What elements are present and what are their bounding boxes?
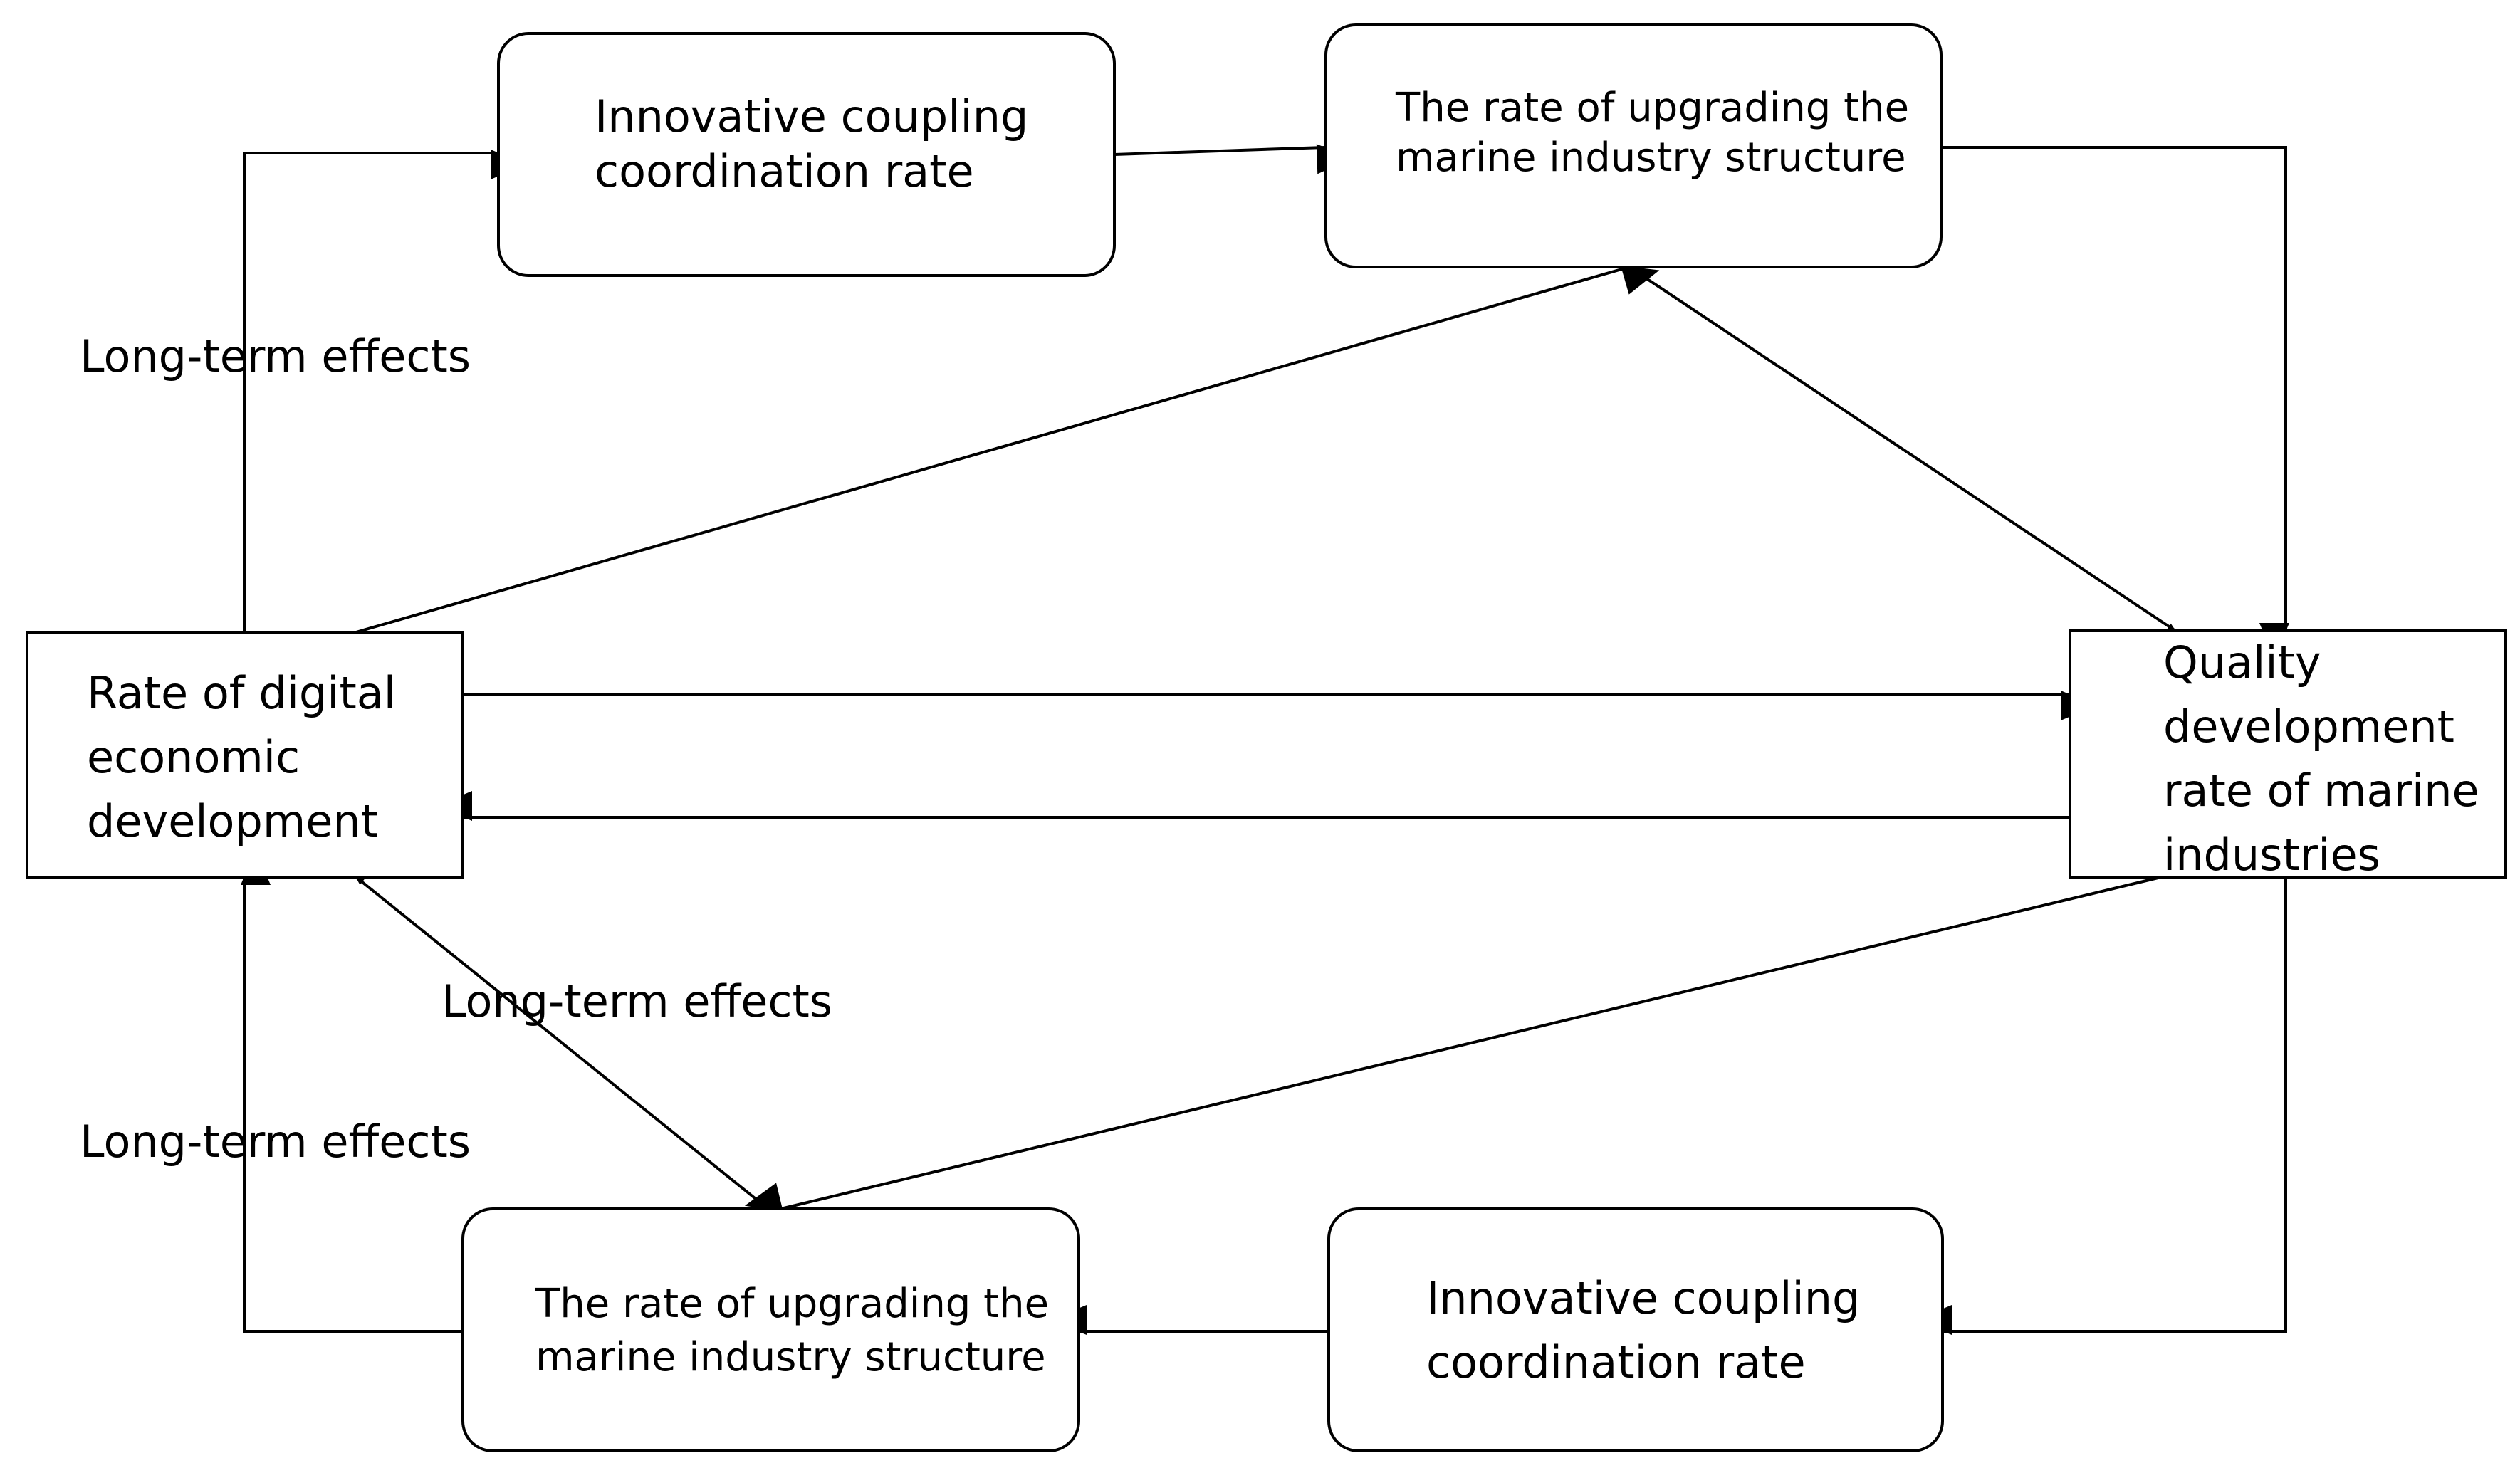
node-innovative-coupling-bottom: Innovative coupling coordination rate bbox=[1327, 1207, 1944, 1452]
arrow-upgrading-top-to-quality-elbow bbox=[1941, 146, 2289, 659]
node-innovative-bottom-line-2: coordination rate bbox=[1426, 1336, 1806, 1388]
node-upgrading-top-line-1: The rate of upgrading the bbox=[1395, 85, 1909, 131]
arrow-upgrading-top-to-quality-diagonal bbox=[1626, 264, 2192, 656]
node-upgrading-structure-bottom: The rate of upgrading the marine industr… bbox=[461, 1207, 1080, 1452]
arrow-digital-to-upgrading-top bbox=[355, 266, 1660, 634]
node-upgrading-bottom-line-1: The rate of upgrading the bbox=[535, 1281, 1049, 1327]
node-innovative-bottom-line-1: Innovative coupling bbox=[1426, 1272, 1860, 1324]
label-long-term-effects-top: Long-term effects bbox=[80, 330, 471, 382]
label-long-term-effects-middle: Long-term effects bbox=[441, 975, 832, 1027]
arrow-upgrading-bottom-to-digital-loop bbox=[241, 849, 463, 1333]
node-innovative-top-line-1: Innovative coupling bbox=[595, 90, 1028, 142]
node-upgrading-structure-top: The rate of upgrading the marine industr… bbox=[1324, 23, 1943, 268]
node-upgrading-top-line-2: marine industry structure bbox=[1396, 135, 1906, 181]
arrow-innovative-top-to-upgrading-top bbox=[1114, 144, 1353, 174]
node-innovative-coupling-top: Innovative coupling coordination rate bbox=[497, 32, 1116, 277]
node-quality-line-3: rate of marine bbox=[2163, 765, 2479, 817]
node-quality-line-4: industries bbox=[2163, 829, 2380, 881]
arrow-upgrading-bottom-to-digital bbox=[341, 850, 767, 1208]
node-digital-line-2: economic bbox=[87, 731, 300, 783]
node-quality-line-2: development bbox=[2163, 701, 2454, 753]
arrow-digital-to-innovative-top bbox=[243, 150, 527, 632]
node-upgrading-bottom-line-2: marine industry structure bbox=[535, 1334, 1046, 1380]
node-quality-development-marine: Quality development rate of marine indus… bbox=[2069, 629, 2507, 881]
node-innovative-top-line-2: coordination rate bbox=[595, 145, 974, 197]
node-quality-line-1: Quality bbox=[2163, 636, 2321, 688]
node-digital-economic-development: Rate of digital economic development bbox=[26, 631, 464, 879]
label-long-term-effects-bottom: Long-term effects bbox=[80, 1116, 471, 1168]
node-digital-line-3: development bbox=[87, 795, 378, 847]
node-digital-line-1: Rate of digital bbox=[87, 667, 396, 719]
arrow-quality-to-upgrading-bottom bbox=[744, 876, 2162, 1212]
arrow-quality-to-innovative-bottom bbox=[1915, 877, 2287, 1335]
